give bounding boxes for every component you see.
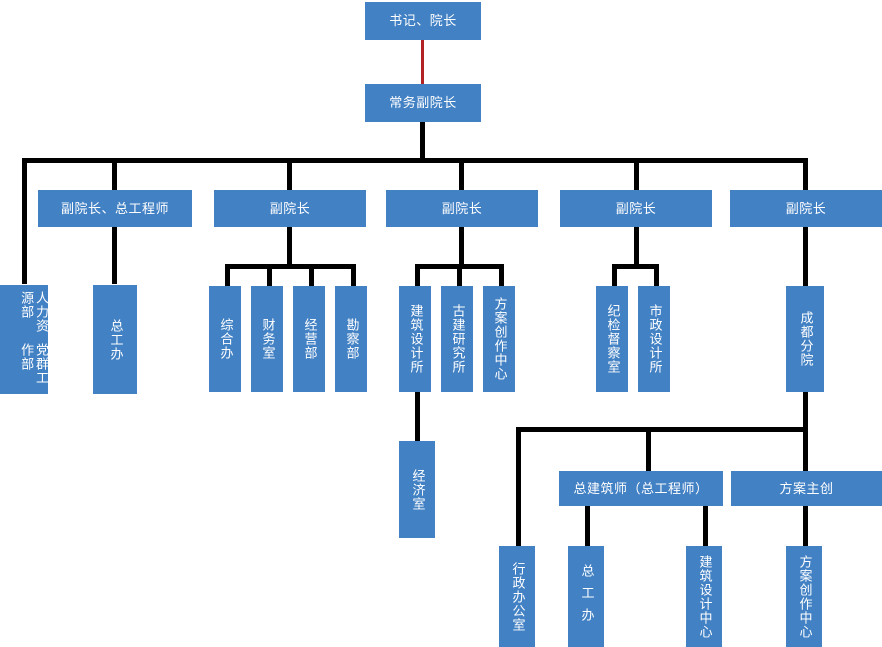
node-party-work-dept-label: 党群工作部 [19, 342, 49, 385]
connector-drop-vp4 [634, 158, 639, 190]
node-vice-president-3[interactable]: 副院长 [386, 190, 538, 227]
node-secretary-president[interactable]: 书记、院长 [365, 2, 481, 40]
node-chief-architect[interactable]: 总建筑师（总工程师） [559, 471, 723, 506]
connector-chiefarch-to-archcenter [703, 505, 708, 547]
connector-level2-bus [22, 158, 808, 163]
node-vice-president-2[interactable]: 副院长 [214, 190, 366, 227]
connector-arch-to-economics [415, 392, 420, 442]
connector-vp5-to-chengdu [803, 226, 808, 286]
node-scheme-creation-center[interactable]: 方案创作中心 [483, 286, 515, 392]
node-operations-dept[interactable]: 经营部 [293, 286, 325, 392]
node-survey-dept[interactable]: 勘察部 [335, 286, 367, 392]
connector-exec-down [420, 121, 425, 160]
node-vice-president-chief-engineer[interactable]: 副院长、总工程师 [38, 190, 192, 227]
connector-president-to-exec [421, 38, 424, 85]
node-arch-design-institute[interactable]: 建筑设计所 [399, 286, 431, 392]
connector-drop-scheme-center [499, 264, 504, 286]
node-economics-office[interactable]: 经济室 [399, 441, 435, 538]
connector-drop-hr-branch [22, 158, 27, 284]
connector-drop-vp5 [803, 158, 808, 190]
connector-drop-scheme-lead [803, 427, 808, 472]
node-scheme-lead[interactable]: 方案主创 [731, 471, 882, 506]
node-ancient-arch-institute[interactable]: 古建研究所 [441, 286, 473, 392]
node-finance-office[interactable]: 财务室 [251, 286, 283, 392]
connector-vp2-stem [287, 226, 292, 266]
node-hr-and-party-dept[interactable]: 人力资源部 党群工作部 [0, 285, 49, 394]
connector-drop-finance-office [267, 264, 272, 286]
connector-chiefarch-to-cheng2 [585, 505, 590, 547]
node-chengdu-branch[interactable]: 成都分院 [786, 286, 824, 392]
node-chief-engineer-office[interactable]: 总工办 [93, 285, 137, 394]
connector-chengdu-bus [516, 427, 808, 432]
node-general-office[interactable]: 综合办 [209, 286, 241, 392]
connector-drop-survey [351, 264, 356, 286]
node-vice-president-5[interactable]: 副院长 [730, 190, 882, 227]
node-admin-office[interactable]: 行政办公室 [499, 546, 535, 647]
connector-vp4-stem [634, 226, 639, 266]
connector-drop-general-office [225, 264, 230, 286]
node-chief-engineer-office-2[interactable]: 总工办 [568, 546, 604, 647]
connector-vp4-bus [612, 264, 659, 269]
node-arch-design-center[interactable]: 建筑设计中心 [686, 546, 722, 647]
connector-drop-vp3 [459, 158, 464, 190]
node-scheme-creation-center-2[interactable]: 方案创作中心 [786, 546, 822, 647]
node-exec-vice-president[interactable]: 常务副院长 [365, 84, 481, 122]
connector-chengdu-down [803, 392, 808, 430]
connector-schemelead-to-center [803, 505, 808, 547]
connector-drop-chief-architect [646, 427, 651, 472]
connector-drop-discipline [612, 264, 617, 286]
node-municipal-design-institute[interactable]: 市政设计所 [638, 286, 670, 392]
connector-vp1-to-cheng [112, 226, 117, 284]
connector-vp3-stem [459, 226, 464, 266]
node-hr-dept-label: 人力资源部 [19, 291, 49, 333]
node-discipline-inspection-office[interactable]: 纪检督察室 [596, 286, 628, 392]
connector-vp2-bus [225, 264, 356, 269]
connector-drop-operations [309, 264, 314, 286]
connector-drop-vp1 [112, 158, 117, 190]
connector-drop-vp2 [287, 158, 292, 190]
connector-drop-admin-office [516, 427, 521, 547]
connector-drop-arch-institute [415, 264, 420, 286]
connector-drop-ancient-institute [457, 264, 462, 286]
node-vice-president-4[interactable]: 副院长 [560, 190, 712, 227]
connector-drop-municipal [654, 264, 659, 286]
